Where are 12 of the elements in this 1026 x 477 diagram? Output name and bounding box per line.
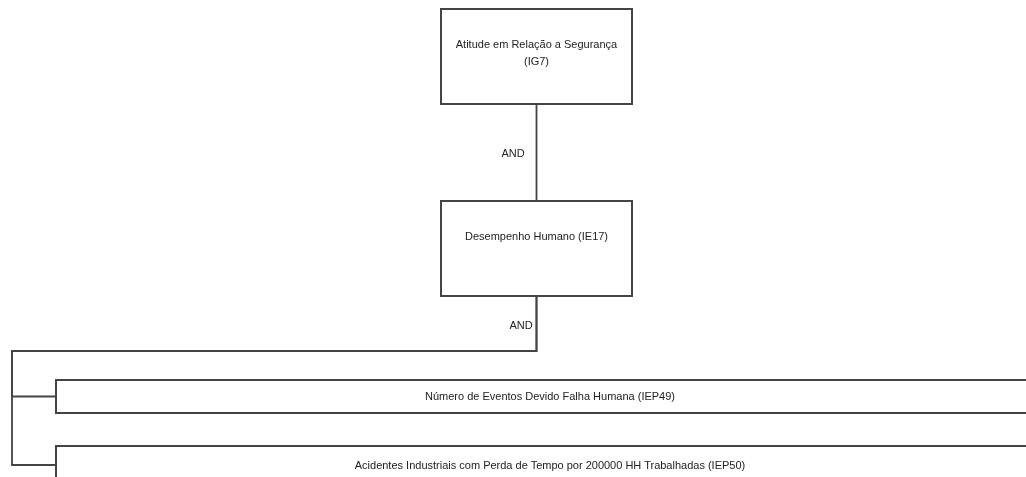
- indicator-box: [440, 200, 633, 297]
- edge-label: AND: [508, 319, 534, 332]
- indicator-box: [440, 8, 633, 105]
- indicator-box: [55, 379, 1026, 414]
- indicator-text: Acidentes Industriais com Perda de Tempo por 200000 HH Trabalhadas (IEP50): [353, 457, 747, 473]
- indicator-text: Atitude em Relação a Segurança (IG7): [454, 37, 619, 69]
- connector-line: [535, 104, 538, 201]
- indicator-box: [55, 445, 1026, 477]
- indicator-text: Desempenho Humano (IE17): [463, 229, 610, 244]
- connector-line: [11, 296, 538, 466]
- edge-label: AND: [500, 146, 526, 160]
- indicator-text: Número de Eventos Devido Falha Humana (IEP49): [423, 389, 677, 405]
